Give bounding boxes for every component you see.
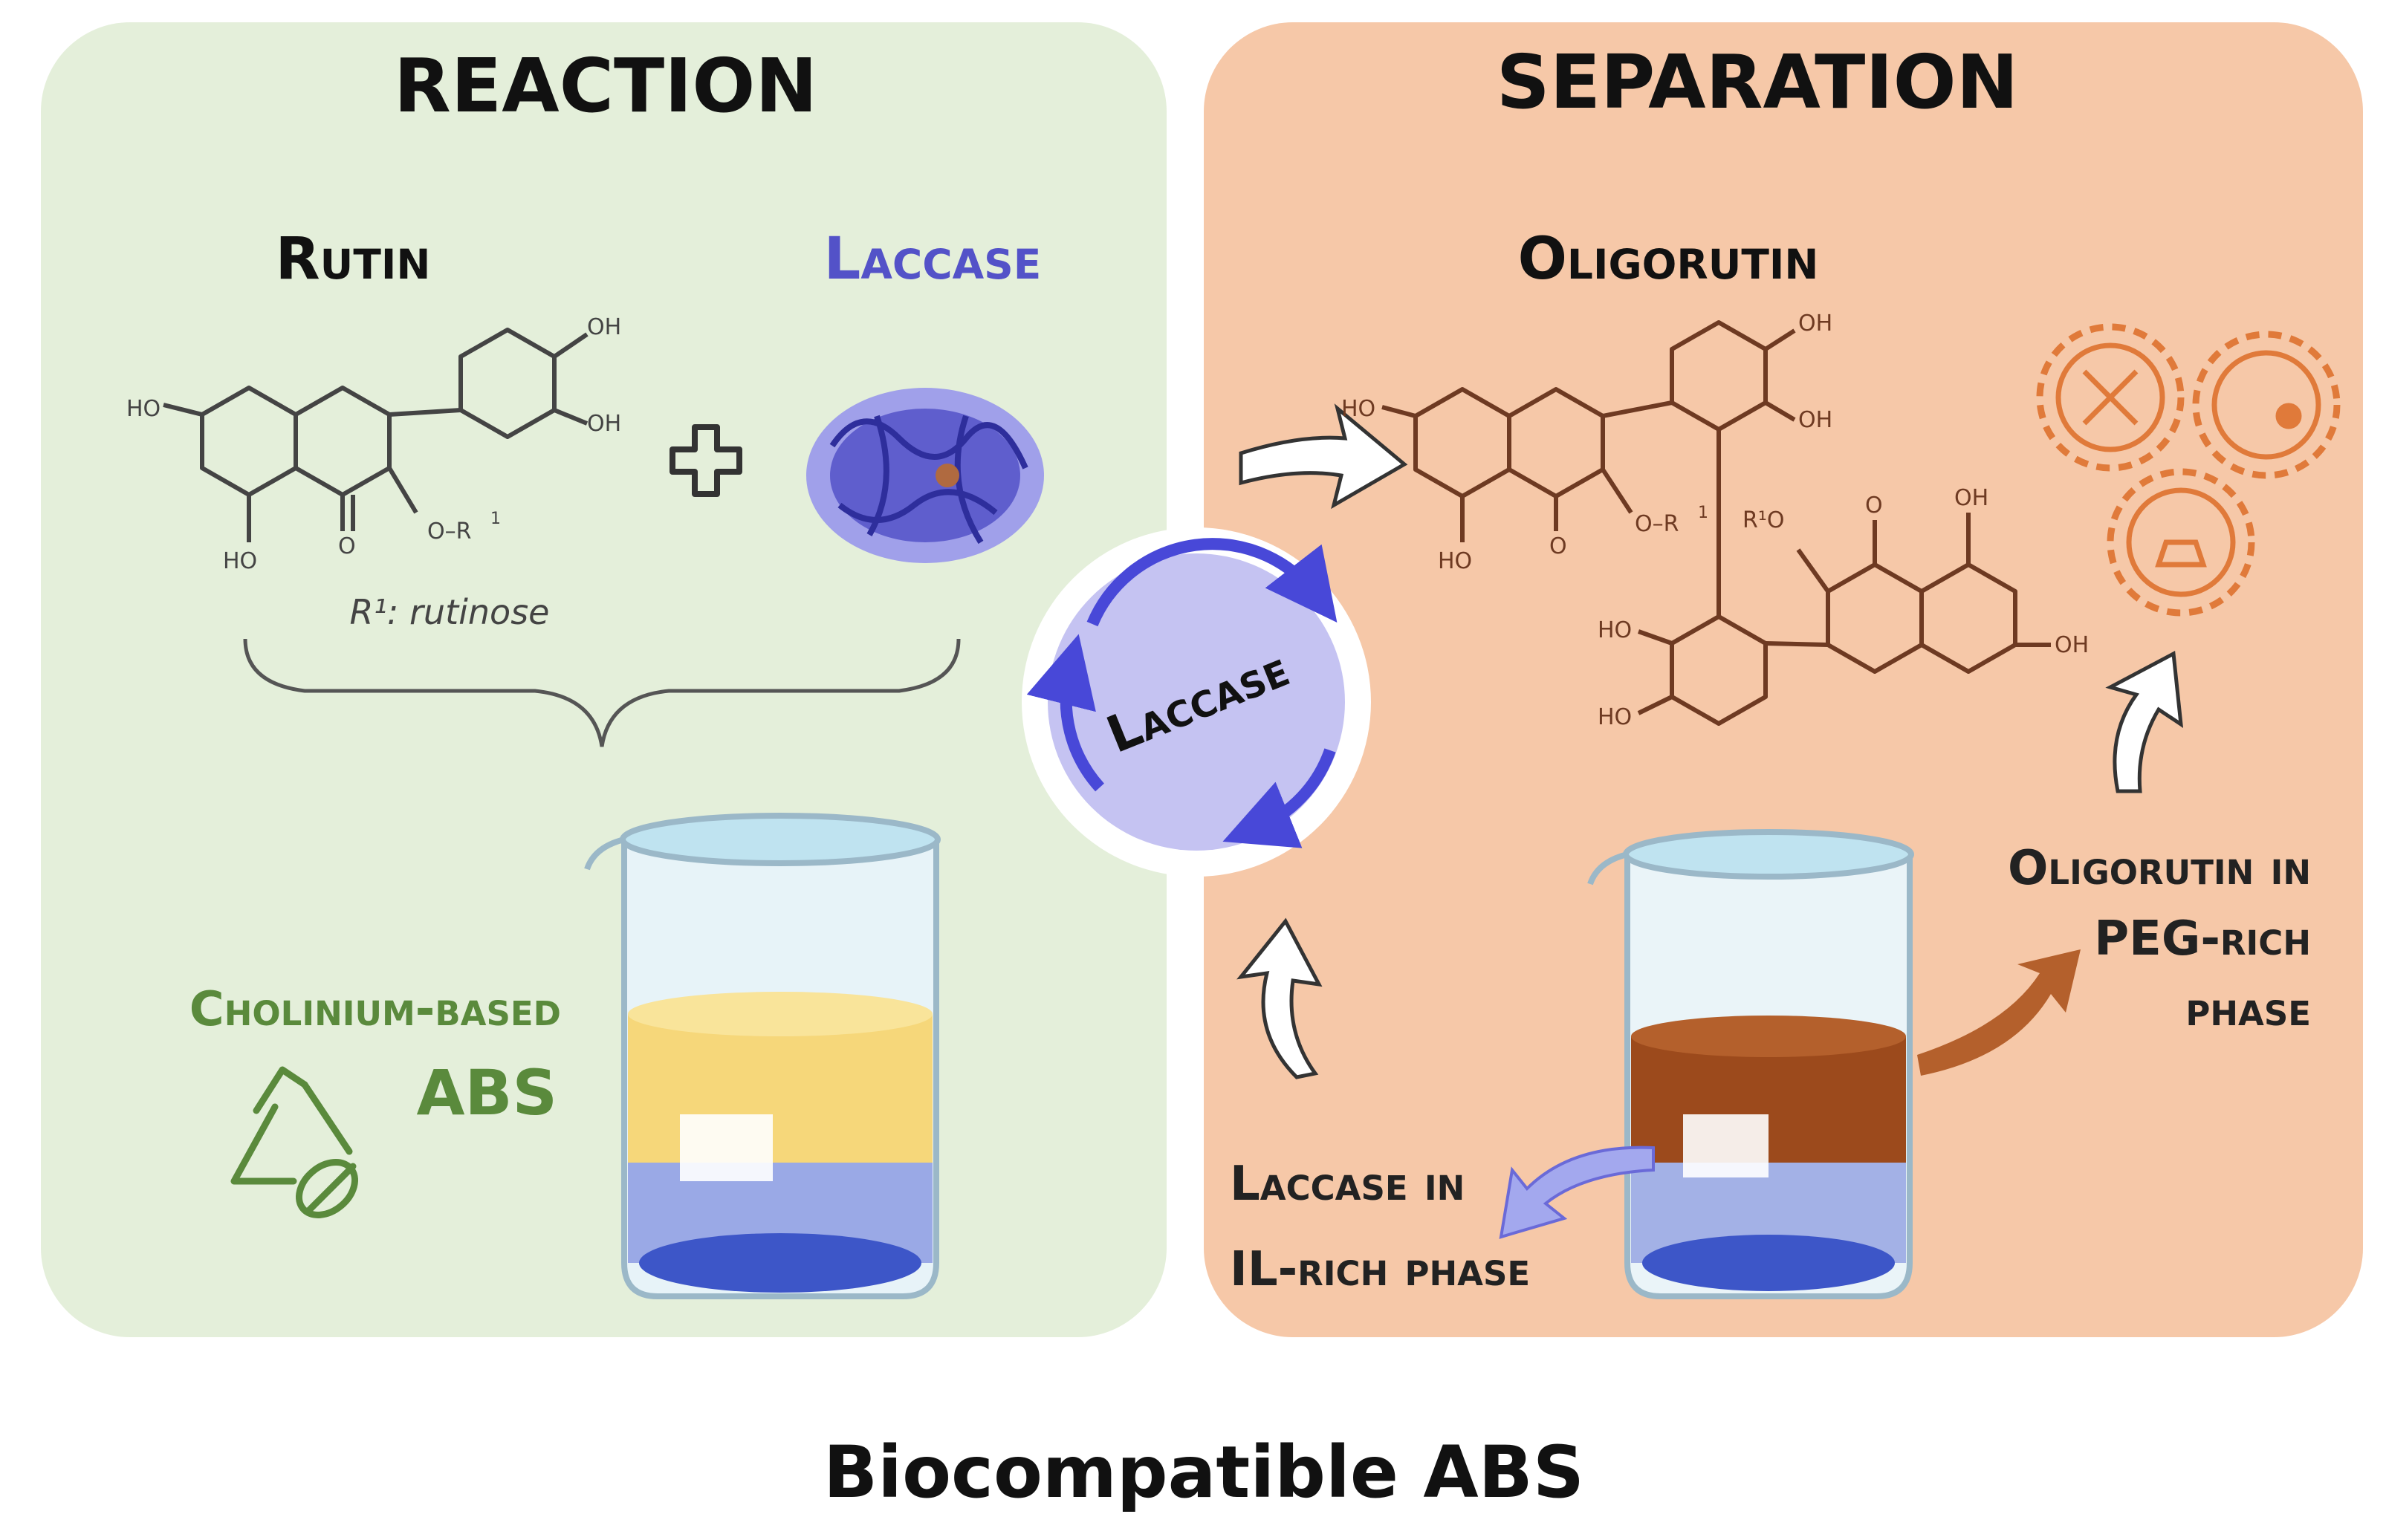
separation-panel	[1204, 22, 2363, 1337]
curved-arrow-icon	[2105, 651, 2184, 793]
curly-brace	[243, 638, 961, 747]
separation-title: SEPARATION	[1497, 39, 2019, 126]
rutin-ho-bottom: HO	[223, 548, 257, 574]
oligo-o1: O	[1549, 533, 1567, 559]
curved-arrow-icon	[1236, 917, 1323, 1079]
rutin-structure	[163, 328, 589, 542]
oligo-o2: O	[1865, 493, 1883, 519]
oligo-or1: O–R	[1635, 511, 1679, 537]
beaker-reaction	[584, 813, 941, 1299]
peg-line1: Oligorutin in	[2008, 841, 2311, 896]
rutin-label: Rutin	[276, 226, 431, 293]
laccase-protein-icon	[806, 388, 1044, 563]
peg-line3: phase	[2185, 982, 2311, 1037]
recycle-leaf-icon	[230, 1066, 359, 1218]
phase-arrow-il	[1499, 1146, 1655, 1239]
oligo-ho-bottom1: HO	[1438, 548, 1472, 574]
oligo-r1o: R¹O	[1743, 507, 1784, 533]
rutin-r-sup: 1	[490, 510, 501, 528]
oligo-r-sup1: 1	[1698, 504, 1708, 522]
rutin-ho-left: HO	[126, 396, 161, 422]
curved-arrow-icon	[1239, 403, 1408, 510]
gear-inner	[2055, 342, 2321, 597]
plus-icon	[670, 424, 742, 497]
oligo-oh-c: OH	[1954, 485, 1988, 511]
footer-caption: Biocompatible ABS	[823, 1431, 1584, 1514]
rutin-oh-top: OH	[587, 314, 621, 340]
reaction-title: REACTION	[394, 42, 817, 129]
gear-icon	[2036, 323, 2341, 617]
r1-caption: R¹: rutinose	[350, 592, 550, 632]
rutin-oh-right: OH	[587, 411, 621, 437]
il-line2: IL-rich phase	[1230, 1242, 1530, 1297]
phase-arrow-peg	[1917, 949, 2081, 1076]
beaker-separation	[1587, 829, 1914, 1299]
abs-line1: Cholinium-based	[189, 982, 561, 1037]
il-line1: Laccase in	[1230, 1157, 1465, 1212]
rutin-or1: O–R	[427, 519, 471, 545]
rutin-carbonyl-o: O	[338, 533, 356, 559]
abs-line2: ABS	[416, 1056, 557, 1129]
oligo-oh-a: OH	[1798, 311, 1832, 337]
oligo-oh-d: OH	[2055, 632, 2089, 658]
laccase-label: Laccase	[824, 226, 1042, 293]
oligo-oh-b: OH	[1798, 407, 1832, 433]
oligo-ho-c: HO	[1598, 617, 1632, 643]
oligo-ho-left: HO	[1341, 396, 1375, 422]
oligorutin-label: Oligorutin	[1518, 226, 1819, 293]
oligo-ho-d: HO	[1598, 704, 1632, 730]
reaction-panel	[41, 22, 1167, 1337]
oligorutin-structure	[1381, 320, 2051, 726]
laccase-cycle	[1022, 527, 1371, 877]
peg-line2: PEG-rich	[2094, 912, 2311, 966]
